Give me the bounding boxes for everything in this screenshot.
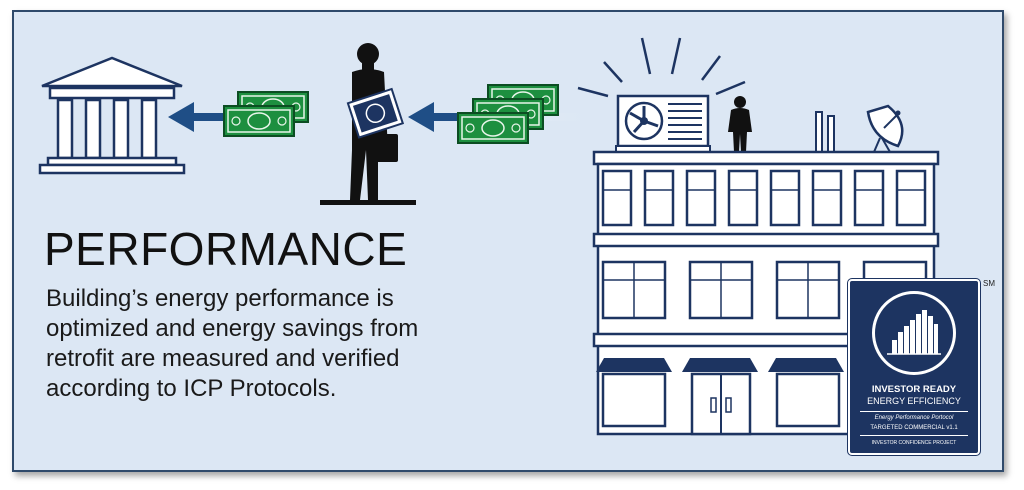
skyline-icon <box>887 310 941 355</box>
description: Building’s energy performance is optimiz… <box>46 284 516 404</box>
money-icon <box>223 91 309 137</box>
roof-vents <box>815 111 835 153</box>
hvac-unit-icon <box>615 94 711 153</box>
description-line: retrofit are measured and verified <box>46 345 400 372</box>
description-line: optimized and energy savings from <box>46 315 419 342</box>
rooftop-person-icon <box>728 96 752 152</box>
badge-divider <box>860 411 968 412</box>
signal-rays <box>577 37 746 98</box>
service-mark: SM <box>983 279 995 288</box>
satellite-dish-icon <box>866 104 904 153</box>
badge-subtitle: ENERGY EFFICIENCY <box>867 396 961 406</box>
investor-silhouette-icon <box>320 43 416 205</box>
badge-version: TARGETED COMMERCIAL v1.1 <box>870 425 958 431</box>
investor-ready-badge: INVESTOR READY ENERGY EFFICIENCY Energy … <box>847 278 981 456</box>
page-title: PERFORMANCE <box>44 223 408 275</box>
description-line: Building’s energy performance is <box>46 285 394 312</box>
badge-org: INVESTOR CONFIDENCE PROJECT <box>871 440 957 446</box>
badge-emblem <box>872 291 956 375</box>
badge-divider <box>860 435 968 436</box>
description-line: according to ICP Protocols. <box>46 375 337 402</box>
badge-protocol: Energy Performance Portocol <box>874 415 954 421</box>
money-stack-icon <box>457 84 559 144</box>
bank-icon <box>38 56 186 175</box>
badge-title: INVESTOR READY <box>871 384 957 395</box>
